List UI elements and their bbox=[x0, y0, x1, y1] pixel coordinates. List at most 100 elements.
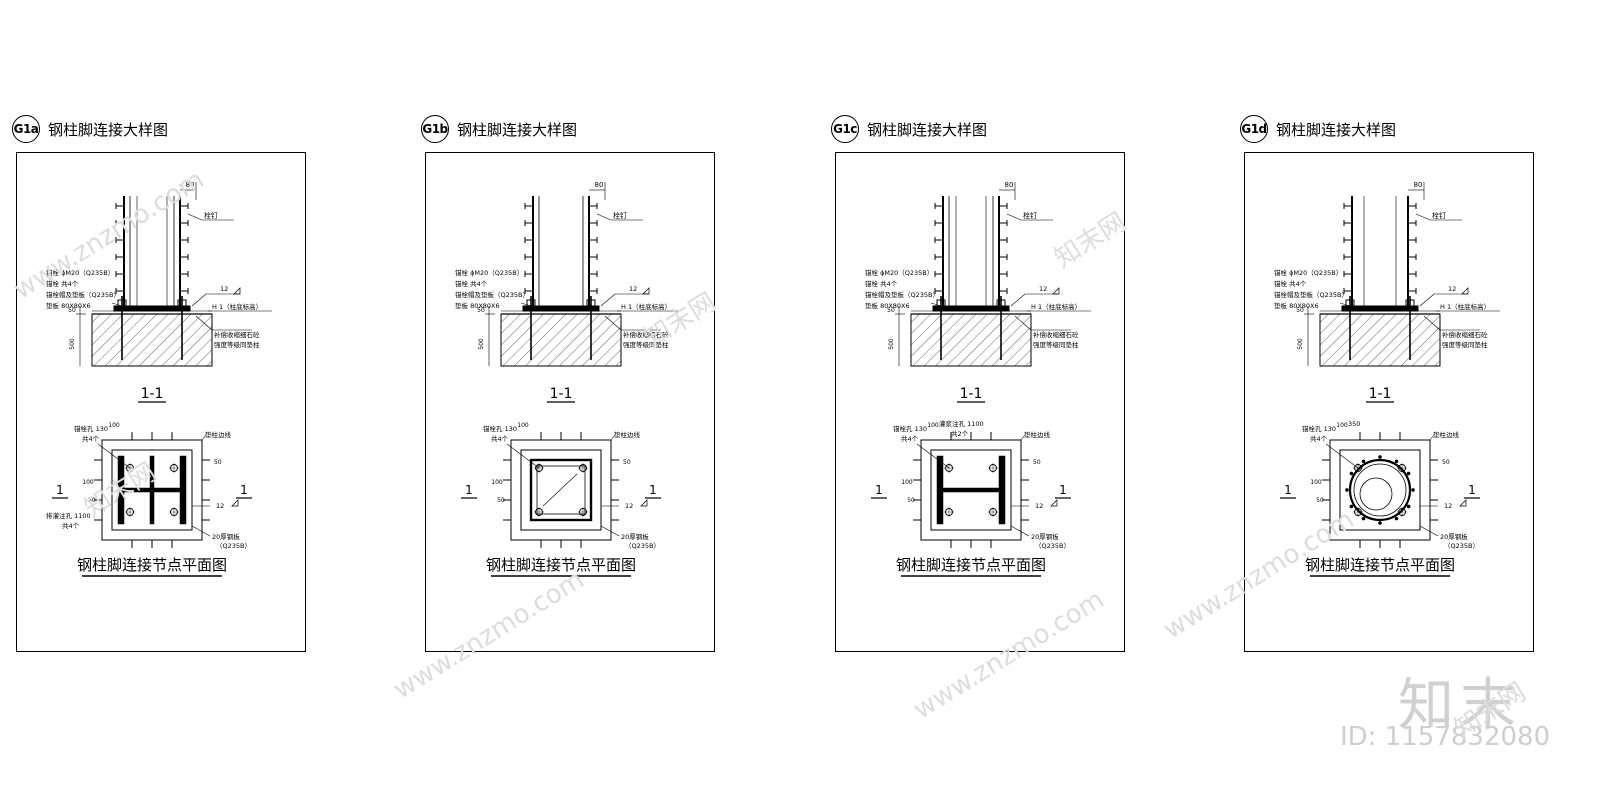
leader-pier-edge bbox=[610, 434, 616, 441]
dim-50-left: 50 bbox=[88, 497, 96, 504]
dim-80-label: 80 bbox=[1414, 181, 1423, 189]
label-column-base-elevation: H 1（柱底标高） bbox=[1031, 302, 1081, 311]
label-grout-hole-count: 共2个 bbox=[951, 429, 969, 438]
detail-title: 钢柱脚连接大样图 bbox=[867, 120, 988, 139]
dim-100-left: 100 bbox=[82, 479, 94, 486]
leader-anchor-hole bbox=[1325, 443, 1359, 469]
section-cut-right: 1 bbox=[649, 483, 657, 497]
base-plate-plan bbox=[520, 449, 602, 531]
concrete-pier bbox=[500, 313, 622, 367]
label-weld-size: 12 bbox=[220, 285, 228, 293]
dim-100-left: 100 bbox=[1310, 479, 1322, 486]
dim-50-label: 50 bbox=[887, 307, 895, 314]
pier-outline bbox=[1329, 439, 1431, 541]
leader-grout-diag bbox=[195, 315, 213, 331]
label-anchor-nut: 锚栓帽及垫板（Q235B） bbox=[455, 290, 529, 299]
section-mark-1-1: 1-1 bbox=[1369, 386, 1392, 402]
weld-symbol bbox=[1461, 287, 1469, 295]
label-stud: 栓钉 bbox=[613, 211, 627, 220]
label-plate-material: （Q235B） bbox=[216, 542, 251, 550]
dim-500-label: 500 bbox=[478, 338, 485, 350]
label-anchor: 锚栓 ɸM20（Q235B） bbox=[1274, 268, 1342, 277]
label-weld-size: 12 bbox=[1448, 285, 1456, 293]
circle-stud bbox=[1378, 455, 1382, 459]
label-anchor-count: 锚栓 共4个 bbox=[1274, 279, 1307, 288]
plan-title: 钢柱脚连接节点平面图 bbox=[77, 556, 227, 574]
circular-column-outer bbox=[1348, 458, 1412, 522]
label-anchor: 锚栓 ɸM20（Q235B） bbox=[455, 268, 523, 277]
detail-tag-circle: G1d bbox=[1240, 115, 1268, 143]
leader-stud bbox=[1006, 213, 1022, 221]
label-anchor-nut: 锚栓帽及垫板（Q235B） bbox=[865, 290, 939, 299]
detail-title: 钢柱脚连接大样图 bbox=[457, 120, 578, 139]
base-plate-plan bbox=[930, 449, 1012, 531]
flange-right bbox=[179, 455, 187, 525]
base-plate bbox=[1341, 305, 1419, 312]
web-cross bbox=[149, 455, 155, 525]
plan-weld-symbol bbox=[640, 499, 648, 507]
flange-left bbox=[117, 455, 125, 525]
flange-left bbox=[936, 455, 944, 525]
dim-100-top: 100 bbox=[1336, 422, 1348, 429]
section-mark-1-1: 1-1 bbox=[550, 386, 573, 402]
label-stud: 栓钉 bbox=[204, 211, 218, 220]
leader-stud bbox=[596, 213, 612, 221]
label-anchor-hole-count: 共4个 bbox=[1310, 434, 1328, 443]
leader-anchor bbox=[930, 302, 942, 307]
label-weld-size: 12 bbox=[1039, 285, 1047, 293]
dim-50-right: 50 bbox=[1033, 459, 1041, 466]
circle-stud bbox=[1378, 521, 1382, 525]
box-column-inner bbox=[536, 465, 586, 515]
section-cut-right: 1 bbox=[240, 483, 248, 497]
circle-stud bbox=[1406, 504, 1411, 509]
label-pad: 垫板 80X80X6 bbox=[1274, 301, 1319, 310]
plan-title: 钢柱脚连接节点平面图 bbox=[1305, 556, 1455, 574]
label-grout: 补偿收缩细石砼 bbox=[214, 330, 260, 339]
plan-title: 钢柱脚连接节点平面图 bbox=[896, 556, 1046, 574]
label-anchor-hole-count: 共4个 bbox=[82, 434, 100, 443]
sheet-frame bbox=[835, 152, 1125, 652]
detail-title: 钢柱脚连接大样图 bbox=[1276, 120, 1397, 139]
leader-grout-diag bbox=[1014, 315, 1032, 331]
concrete-pier bbox=[910, 313, 1032, 367]
leader-stud bbox=[187, 213, 203, 221]
label-grout-strength: 强度等级同垫柱 bbox=[623, 340, 669, 349]
label-vent-hole-count: 共4个 bbox=[62, 521, 80, 530]
circle-stud bbox=[1349, 504, 1354, 509]
circle-stud bbox=[1361, 459, 1366, 464]
label-stud: 栓钉 bbox=[1023, 211, 1037, 220]
section-cut-left: 1 bbox=[1284, 483, 1292, 497]
label-anchor-hole-count: 共4个 bbox=[901, 434, 919, 443]
label-grout-strength: 强度等级同垫柱 bbox=[214, 340, 260, 349]
watermark-id: ID: 1157832080 bbox=[1340, 722, 1551, 752]
label-pier-edge: 垫柱边线 bbox=[614, 430, 641, 439]
section-cut-left: 1 bbox=[465, 483, 473, 497]
label-grout-hole: 灌浆注孔 1100 bbox=[939, 419, 984, 428]
dim-50-left: 50 bbox=[907, 497, 915, 504]
dim-500-label: 500 bbox=[888, 338, 895, 350]
label-anchor-count: 锚栓 共4个 bbox=[46, 279, 79, 288]
leader-weld bbox=[600, 293, 616, 307]
dim-100-top: 100 bbox=[927, 422, 939, 429]
dim-500-label: 500 bbox=[1297, 338, 1304, 350]
dim-50-right: 50 bbox=[214, 459, 222, 466]
label-grout-strength: 强度等级同垫柱 bbox=[1033, 340, 1079, 349]
leader-weld bbox=[1419, 293, 1435, 307]
dim-80-label: 80 bbox=[1005, 181, 1014, 189]
weld-symbol bbox=[1052, 287, 1060, 295]
label-vent-hole: 排灌注孔 1100 bbox=[46, 511, 91, 520]
label-anchor: 锚栓 ɸM20（Q235B） bbox=[46, 268, 114, 277]
label-anchor-count: 锚栓 共4个 bbox=[865, 279, 898, 288]
label-plate-material: （Q235B） bbox=[625, 542, 660, 550]
concrete-pier bbox=[91, 313, 213, 367]
label-pad: 垫板 80X80X6 bbox=[865, 301, 910, 310]
watermark-logo: 知末 bbox=[1398, 673, 1522, 738]
detail-tag-circle: G1a bbox=[12, 115, 40, 143]
